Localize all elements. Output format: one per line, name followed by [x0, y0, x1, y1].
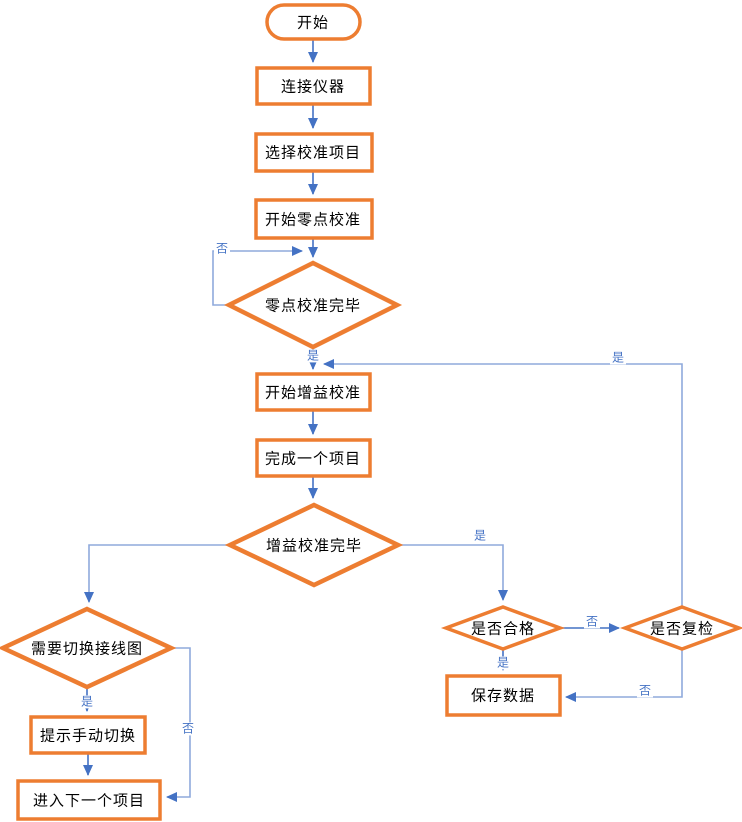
- is-qualified-label: 是否合格: [470, 620, 536, 638]
- edge-label-recheck-yes: 是: [609, 350, 627, 365]
- complete-one-item-label: 完成一个项目: [264, 450, 362, 468]
- save-data-label: 保存数据: [470, 687, 536, 705]
- need-switch-wiring-diamond: [0, 606, 177, 690]
- start-zero-calibration-label: 开始零点校准: [264, 211, 362, 229]
- is-recheck-diamond: [619, 605, 742, 651]
- zero-calibration-done-label: 零点校准完毕: [264, 297, 362, 315]
- need-switch-wiring-label: 需要切换接线图: [30, 640, 144, 658]
- prompt-manual-switch-label: 提示手动切换: [39, 727, 137, 745]
- connect-instrument-label: 连接仪器: [280, 78, 346, 96]
- edge-label-switch-no: 否: [179, 721, 197, 736]
- select-calibration-item-label: 选择校准项目: [264, 144, 362, 162]
- start-gain-calibration-shape: [255, 372, 372, 412]
- edge-label-zero-no: 否: [213, 241, 231, 256]
- edge-gaindone-yes-to-qualified: [399, 544, 508, 601]
- start-node-shape: [265, 3, 362, 41]
- edge-gaindone-to-switchdiagram: [84, 544, 229, 603]
- complete-one-item-shape: [255, 438, 372, 478]
- connect-instrument-shape: [255, 66, 372, 106]
- is-qualified-diamond: [440, 605, 566, 651]
- edge-label-gain-yes: 是: [471, 528, 489, 543]
- edge-recheck-yes-loop-to-gainstart: [323, 359, 683, 606]
- edge-label-switch-yes: 是: [78, 694, 96, 709]
- edge-label-qualified-no: 否: [583, 614, 601, 629]
- enter-next-item-label: 进入下一个项目: [32, 792, 146, 810]
- edge-label-qualified-yes: 是: [494, 655, 512, 670]
- start-gain-calibration-label: 开始增益校准: [264, 384, 362, 402]
- prompt-manual-switch-shape: [29, 715, 147, 755]
- zero-calibration-done-diamond: [223, 260, 403, 350]
- start-zero-calibration-shape: [254, 198, 374, 240]
- save-data-shape: [445, 674, 562, 717]
- edge-label-recheck-no: 否: [636, 683, 654, 698]
- gain-calibration-done-label: 增益校准完毕: [265, 537, 363, 555]
- is-recheck-label: 是否复检: [649, 620, 715, 638]
- edge-recheck-no-to-savedata: [565, 650, 683, 702]
- enter-next-item-shape: [16, 779, 162, 821]
- edge-label-zero-yes: 是: [304, 348, 322, 363]
- gain-calibration-done-diamond: [224, 502, 404, 588]
- start-node-label: 开始: [296, 14, 330, 32]
- select-calibration-item-shape: [254, 132, 374, 173]
- edge-zerodone-no-loop: [212, 246, 303, 306]
